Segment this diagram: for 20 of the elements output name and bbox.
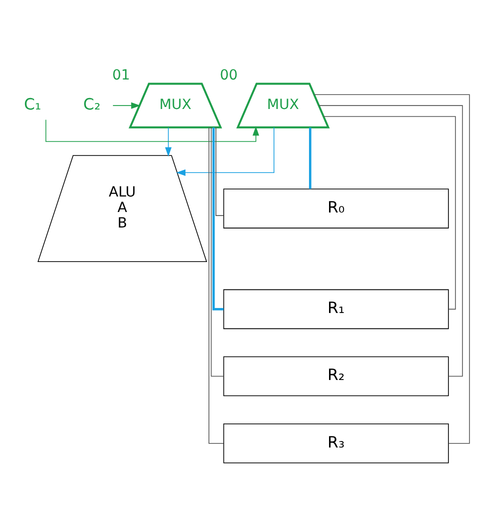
node-box: R₁: [223, 288, 449, 329]
arrow: [176, 126, 274, 176]
arrow: [112, 102, 141, 108]
node-box: R₀: [223, 188, 449, 228]
node-text: C₁: [24, 94, 42, 113]
node-box: R₃: [223, 422, 449, 463]
connector: [216, 126, 224, 216]
arrow: [165, 126, 172, 156]
arrow: [45, 118, 260, 142]
connector: [309, 127, 312, 188]
connector: [210, 126, 224, 376]
node-label: 01: [112, 66, 130, 83]
node-box: R₂: [223, 356, 449, 396]
connector: [212, 127, 224, 310]
connector: [318, 104, 463, 376]
connector: [323, 116, 456, 310]
node-label: 00: [220, 66, 238, 83]
connector: [314, 94, 470, 444]
node-text: C₂: [83, 94, 100, 113]
connector: [208, 126, 224, 444]
